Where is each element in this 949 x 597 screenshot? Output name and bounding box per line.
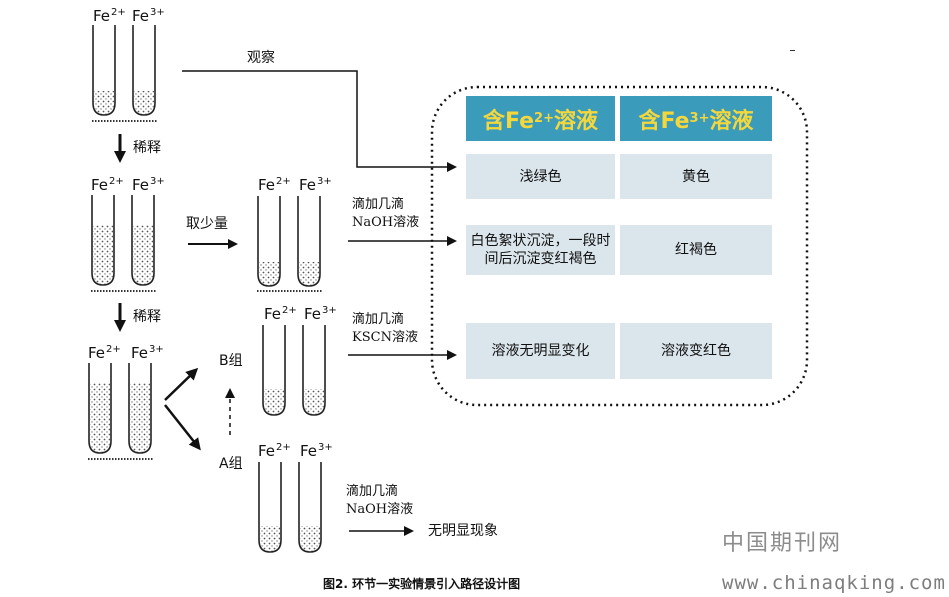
- cell-fe3-kscn: 溶液变红色: [620, 323, 772, 379]
- test-tubes: [91, 195, 157, 292]
- test-tubes: [262, 325, 326, 416]
- ion-label-fe3: Fe3+: [132, 176, 165, 194]
- ion-label-fe3: Fe3+: [131, 344, 164, 362]
- stray-mark: [790, 50, 795, 51]
- group-a-label: A组: [219, 456, 243, 472]
- ion-label-fe3: Fe3+: [299, 176, 332, 194]
- cell-fe2-naoh: 白色絮状沉淀，一段时间后沉淀变红褐色: [466, 225, 615, 275]
- ion-label-fe2: Fe2+: [93, 7, 126, 25]
- a-naoh-label-2: NaOH溶液: [346, 502, 414, 517]
- test-tubes: [257, 196, 323, 292]
- ion-label-fe2: Fe2+: [258, 176, 291, 194]
- cell-fe3-color: 黄色: [620, 154, 772, 199]
- to-group-a-arrow: [164, 404, 201, 451]
- kscn-label-2: KSCN溶液: [352, 330, 418, 345]
- ion-label-fe2: Fe2+: [88, 344, 121, 362]
- watermark-name: 中国期刊网: [722, 531, 843, 556]
- cell-fe2-color: 浅绿色: [466, 154, 615, 199]
- observe-arrow: [182, 70, 457, 172]
- cell-fe2-kscn: 溶液无明显变化: [466, 323, 615, 379]
- watermark-url: www.chinaqking.com: [722, 572, 946, 594]
- a-naoh-label-1: 滴加几滴: [346, 484, 399, 499]
- group-b-label: B组: [219, 353, 243, 369]
- figure-caption: 图2. 环节一实验情景引入路径设计图: [323, 577, 521, 591]
- ion-label-fe3: Fe3+: [304, 305, 337, 323]
- ion-label-fe3: Fe3+: [300, 442, 333, 460]
- to-group-b-arrow: [164, 367, 199, 401]
- test-tubes: [258, 462, 322, 553]
- test-tubes: [92, 25, 158, 122]
- kscn-label-1: 滴加几滴: [352, 312, 405, 327]
- naoh-label-1: 滴加几滴: [352, 197, 405, 212]
- naoh-label-2: NaOH溶液: [352, 215, 420, 230]
- take-small-label: 取少量: [186, 216, 228, 232]
- test-tubes: [88, 363, 154, 460]
- ion-label-fe2: Fe2+: [264, 305, 297, 323]
- observe-label: 观察: [247, 50, 275, 66]
- dilute-label-2: 稀释: [133, 309, 161, 325]
- no-phenomenon-label: 无明显现象: [428, 523, 498, 539]
- ion-label-fe3: Fe3+: [132, 7, 165, 25]
- dilute-label-1: 稀释: [133, 140, 161, 156]
- cell-fe3-naoh: 红褐色: [620, 225, 772, 275]
- ion-label-fe2: Fe2+: [258, 442, 291, 460]
- result-box: [430, 85, 809, 407]
- ion-label-fe2: Fe2+: [91, 176, 124, 194]
